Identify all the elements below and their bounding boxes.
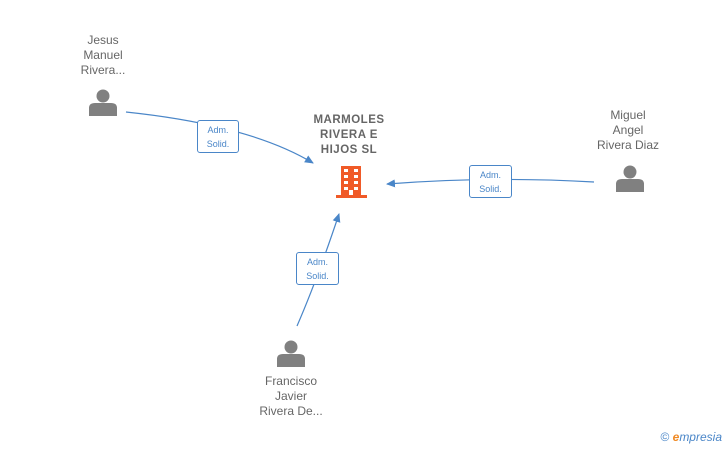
edge-label-line: Adm. [306, 257, 328, 267]
person-name-line: Rivera Diaz [596, 138, 659, 152]
person-name-line: Rivera De... [259, 404, 323, 418]
person-name-line: Miguel [610, 108, 646, 122]
person-name-francisco[interactable]: Francisco Javier Rivera De... [244, 374, 338, 419]
person-name-line: Jesus [87, 33, 119, 47]
edge-label-line: Adm. [479, 170, 501, 180]
person-name-jesus[interactable]: Jesus Manuel Rivera... [60, 33, 146, 78]
brand-initial: e [672, 430, 680, 444]
person-name-line: Rivera... [80, 63, 126, 77]
person-name-line: Javier [274, 389, 307, 403]
edge-label-line: Solid. [306, 271, 329, 281]
empresia-watermark: © empresia [660, 430, 722, 444]
person-icon [616, 165, 644, 192]
person-name-miguel[interactable]: Miguel Angel Rivera Diaz [582, 108, 674, 153]
company-name-line: MARMOLES [313, 114, 385, 126]
person-name-line: Angel [612, 123, 644, 137]
edge-label-line: Adm. [207, 125, 229, 135]
person-name-line: Manuel [83, 48, 123, 62]
person-name-line: Francisco [264, 374, 317, 388]
company-name-line: HIJOS SL [320, 144, 378, 156]
person-icon [277, 340, 305, 367]
brand-name: mpresia [679, 430, 722, 444]
edge-label-jesus: Adm. Solid. [197, 120, 239, 153]
company-name[interactable]: MARMOLES RIVERA E HIJOS SL [298, 113, 400, 158]
company-name-line: RIVERA E [320, 129, 378, 141]
person-icon [89, 89, 117, 116]
edge-label-line: Solid. [479, 184, 502, 194]
building-icon [336, 166, 367, 198]
edge-label-line: Solid. [206, 139, 230, 149]
edge-label-miguel: Adm. Solid. [469, 165, 512, 198]
edge-label-francisco: Adm. Solid. [296, 252, 339, 285]
copyright-icon: © [660, 430, 670, 444]
